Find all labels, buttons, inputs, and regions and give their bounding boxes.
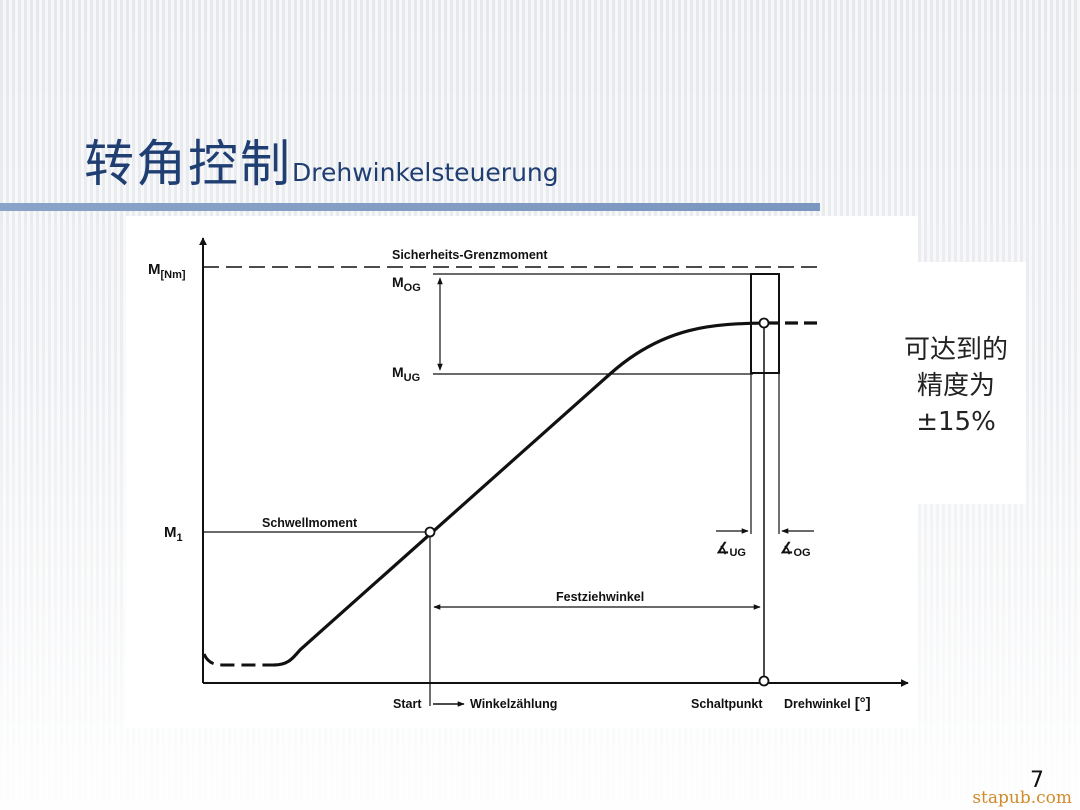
start-label: Start <box>393 697 422 711</box>
switch-point-marker <box>758 675 770 687</box>
angle-ug-icon: ∡ <box>716 540 729 557</box>
title-underline-bar <box>0 203 820 211</box>
torque-angle-diagram: M[Nm] Sicherheits-Grenzmoment MOG MUG M1… <box>126 216 918 728</box>
final-torque-point <box>758 317 770 329</box>
m-og-label: MOG <box>392 274 421 294</box>
accuracy-note-text: 可达到的 精度为 ±15% <box>886 332 1026 440</box>
angle-og-icon: ∡ <box>780 540 793 557</box>
angle-ug-label: ∡UG <box>716 540 746 559</box>
watermark: stapub.com <box>972 788 1072 808</box>
accuracy-note-line: 可达到的 <box>903 335 1008 365</box>
slide-title: 转角控制Drehwinkelsteuerung <box>84 124 559 196</box>
diagram-svg: M[Nm] Sicherheits-Grenzmoment MOG MUG M1… <box>148 237 909 712</box>
torque-curve-dashed-start <box>202 653 276 667</box>
safety-limit-label: Sicherheits-Grenzmoment <box>392 248 548 262</box>
torque-curve <box>273 321 767 667</box>
accuracy-note: 可达到的 精度为 ±15% <box>886 262 1026 504</box>
m1-label: M1 <box>164 524 183 544</box>
title-chinese: 转角控制 <box>84 135 292 193</box>
x-axis-label: Drehwinkel[°] <box>784 695 871 712</box>
counting-label: Winkelzählung <box>470 697 557 711</box>
title-german: Drehwinkelsteuerung <box>292 158 559 187</box>
threshold-point <box>424 526 436 538</box>
m-ug-label: MUG <box>392 364 420 384</box>
page-number: 7 <box>1030 768 1044 793</box>
threshold-label: Schwellmoment <box>262 516 358 530</box>
accuracy-note-line: ±15% <box>916 407 996 437</box>
angle-og-label: ∡OG <box>780 540 811 559</box>
accuracy-note-line: 精度为 <box>916 371 995 401</box>
y-axis-label: M[Nm] <box>148 261 186 281</box>
switch-point-label: Schaltpunkt <box>691 697 763 711</box>
tolerance-window <box>750 273 780 374</box>
tightening-angle-label: Festziehwinkel <box>556 590 644 604</box>
